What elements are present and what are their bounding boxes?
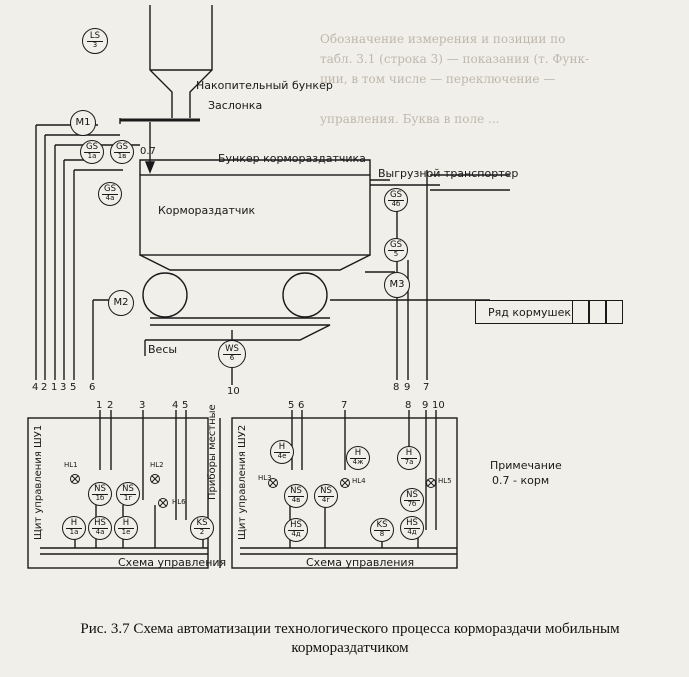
line-number: 3 <box>60 382 67 393</box>
panel-line-number: 5 <box>182 400 189 411</box>
trough-row-label: Ряд кормушек <box>488 306 571 319</box>
line-number: 6 <box>89 382 96 393</box>
unloading-conveyor-label: Выгрузной транспортер <box>378 167 519 180</box>
scheme1-label: Схема управления <box>118 556 227 569</box>
lamp-hl4-icon <box>340 478 350 488</box>
scales-label: Весы <box>148 343 178 356</box>
line-number: 7 <box>423 382 430 393</box>
bleed-through-text: Обозначение измерения и позиции по <box>320 32 566 46</box>
trough-cell <box>589 300 606 324</box>
lamp-label: HL1 <box>64 461 78 469</box>
panel-line-number: 3 <box>139 400 146 411</box>
note-title: Примечание <box>490 459 562 472</box>
trough-cell <box>572 300 589 324</box>
line-number: 5 <box>70 382 77 393</box>
bleed-through-text: управления. Буква в поле ... <box>320 112 500 126</box>
motor-m2: M2 <box>108 290 134 316</box>
motor-m1: M1 <box>70 110 96 136</box>
lamp-hl2-icon <box>150 474 160 484</box>
local-devices-label: Приборы местные <box>207 404 218 500</box>
line-number: 2 <box>41 382 48 393</box>
lamp-label: HL4 <box>352 477 366 485</box>
note-text: 0.7 - корм <box>492 474 550 487</box>
lamp-hl5-icon <box>426 478 436 488</box>
lamp-label: HL2 <box>150 461 164 469</box>
lamp-hl1-icon <box>70 474 80 484</box>
panel-line-number: 8 <box>405 400 412 411</box>
panel2-label: Щит управления ШУ2 <box>237 424 248 540</box>
feeder-label: Кормораздатчик <box>158 204 256 217</box>
line-number: 9 <box>404 382 411 393</box>
lamp-hl6-icon <box>158 498 168 508</box>
panel-line-number: 9 <box>422 400 429 411</box>
panel-line-number: 2 <box>107 400 114 411</box>
bleed-through-text: ции, в том числе — переключение — <box>320 72 556 86</box>
flow-label: 0.7 <box>140 146 156 157</box>
lamp-hl3-icon <box>268 478 278 488</box>
panel-line-number: 10 <box>432 400 445 411</box>
line-number: 1 <box>51 382 58 393</box>
panel-line-number: 1 <box>96 400 103 411</box>
line-number: 4 <box>32 382 39 393</box>
line-number: 10 <box>227 386 240 397</box>
panel-line-number: 4 <box>172 400 179 411</box>
panel-line-number: 7 <box>341 400 348 411</box>
bleed-through-text: табл. 3.1 (строка 3) — показания (т. Фун… <box>320 52 590 66</box>
figure-caption: Рис. 3.7 Схема автоматизации технологиче… <box>80 621 620 656</box>
storage-bunker-label: Накопительный бункер <box>196 79 333 92</box>
feeder-bunker-label: Бункер кормораздатчика <box>218 152 366 165</box>
motor-m3: M3 <box>384 272 410 298</box>
lamp-label: HL3 <box>258 474 272 482</box>
trough-cell <box>606 300 623 324</box>
scheme2-label: Схема управления <box>306 556 415 569</box>
panel-line-number: 5 <box>288 400 295 411</box>
line-number: 8 <box>393 382 400 393</box>
panel-line-number: 6 <box>298 400 305 411</box>
gate-label: Заслонка <box>208 99 263 112</box>
panel1-label: Щит управления ШУ1 <box>33 424 44 540</box>
lamp-label: HL6 <box>172 498 186 506</box>
lamp-label: HL5 <box>438 477 452 485</box>
